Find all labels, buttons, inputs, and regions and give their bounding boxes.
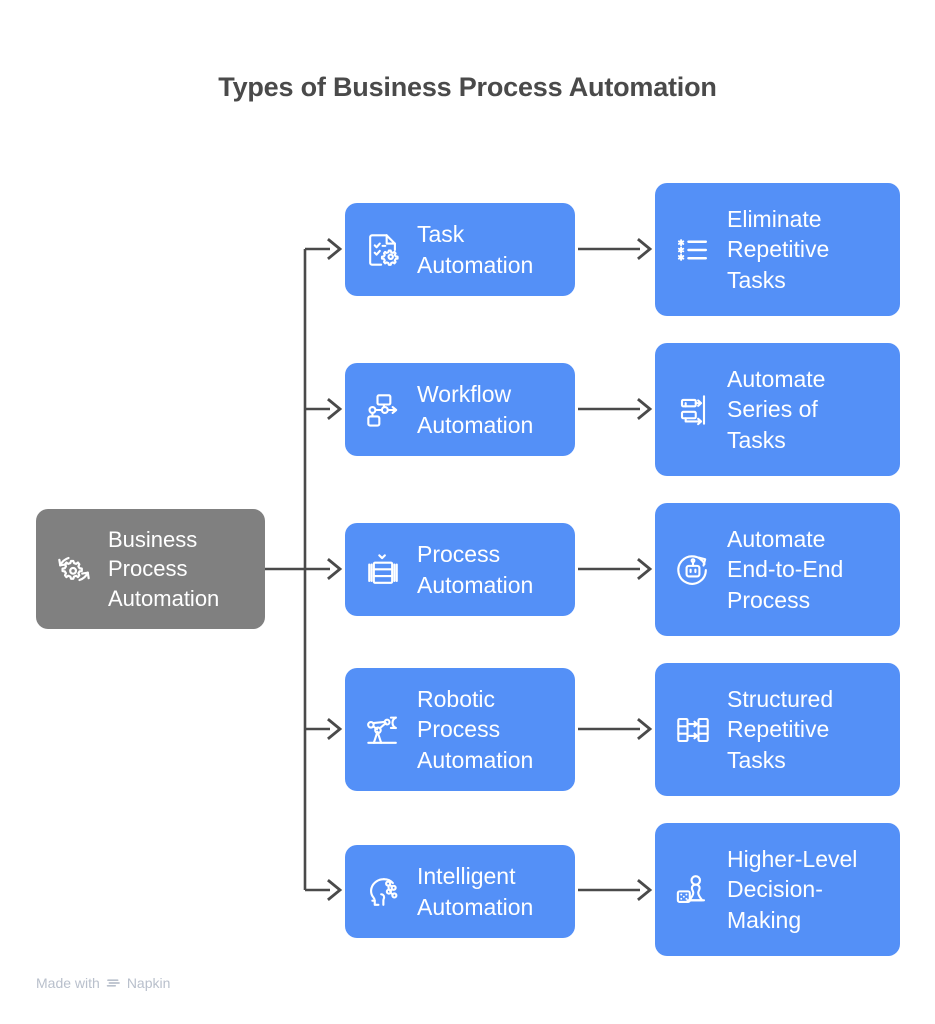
node-task-automation[interactable]: Task Automation bbox=[345, 203, 575, 296]
arrowhead-link-2 bbox=[637, 398, 653, 420]
watermark-brand: Napkin bbox=[126, 975, 171, 991]
flowchart-nodes-icon bbox=[359, 386, 407, 434]
node-label: Structured Repetitive Tasks bbox=[727, 685, 834, 773]
robot-refresh-circle-icon bbox=[669, 546, 717, 594]
process-grid-icon bbox=[359, 546, 407, 594]
watermark-prefix: Made with bbox=[36, 975, 100, 991]
structured-blocks-arrows-icon bbox=[669, 706, 717, 754]
node-label: Process Automation bbox=[417, 540, 534, 598]
node-label: Intelligent Automation bbox=[417, 862, 534, 920]
node-label: Eliminate Repetitive Tasks bbox=[727, 205, 830, 293]
node-label: Higher-Level Decision- Making bbox=[727, 845, 858, 933]
arrowhead-link-4 bbox=[637, 718, 653, 740]
node-label: Workflow Automation bbox=[417, 380, 534, 438]
node-label: Automate Series of Tasks bbox=[727, 365, 826, 453]
watermark: Made with Napkin bbox=[36, 975, 170, 991]
node-label: Business Process Automation bbox=[108, 527, 220, 611]
node-automate-end-to-end-process[interactable]: Automate End-to-End Process bbox=[655, 503, 900, 636]
arrowhead-branch-4 bbox=[327, 718, 343, 740]
robot-arm-icon bbox=[359, 706, 407, 754]
gear-refresh-icon bbox=[50, 545, 98, 593]
arrowhead-link-5 bbox=[637, 879, 653, 901]
arrowhead-branch-3 bbox=[327, 558, 343, 580]
node-intelligent-automation[interactable]: Intelligent Automation bbox=[345, 845, 575, 938]
node-eliminate-repetitive-tasks[interactable]: Eliminate Repetitive Tasks bbox=[655, 183, 900, 316]
chess-pawn-dice-icon bbox=[669, 866, 717, 914]
node-label: Automate End-to-End Process bbox=[727, 525, 844, 613]
arrowhead-link-3 bbox=[637, 558, 653, 580]
node-robotic-process-automation[interactable]: Robotic Process Automation bbox=[345, 668, 575, 791]
node-automate-series-of-tasks[interactable]: Automate Series of Tasks bbox=[655, 343, 900, 476]
arrowhead-branch-2 bbox=[327, 398, 343, 420]
node-business-process-automation[interactable]: Business Process Automation bbox=[36, 509, 265, 629]
napkin-logo-icon bbox=[106, 976, 121, 990]
node-higher-level-decision-making[interactable]: Higher-Level Decision- Making bbox=[655, 823, 900, 956]
bulleted-list-icon bbox=[669, 226, 717, 274]
node-label: Robotic Process Automation bbox=[417, 685, 534, 773]
node-structured-repetitive-tasks[interactable]: Structured Repetitive Tasks bbox=[655, 663, 900, 796]
ai-head-circuit-icon bbox=[359, 868, 407, 916]
node-label: Task Automation bbox=[417, 220, 534, 278]
arrowhead-link-1 bbox=[637, 238, 653, 260]
page-title: Types of Business Process Automation bbox=[218, 72, 717, 102]
arrowhead-branch-5 bbox=[327, 879, 343, 901]
arrowhead-branch-1 bbox=[327, 238, 343, 260]
document-checklist-gear-icon bbox=[359, 226, 407, 274]
node-process-automation[interactable]: Process Automation bbox=[345, 523, 575, 616]
node-workflow-automation[interactable]: Workflow Automation bbox=[345, 363, 575, 456]
arrows-to-bar-icon bbox=[669, 386, 717, 434]
